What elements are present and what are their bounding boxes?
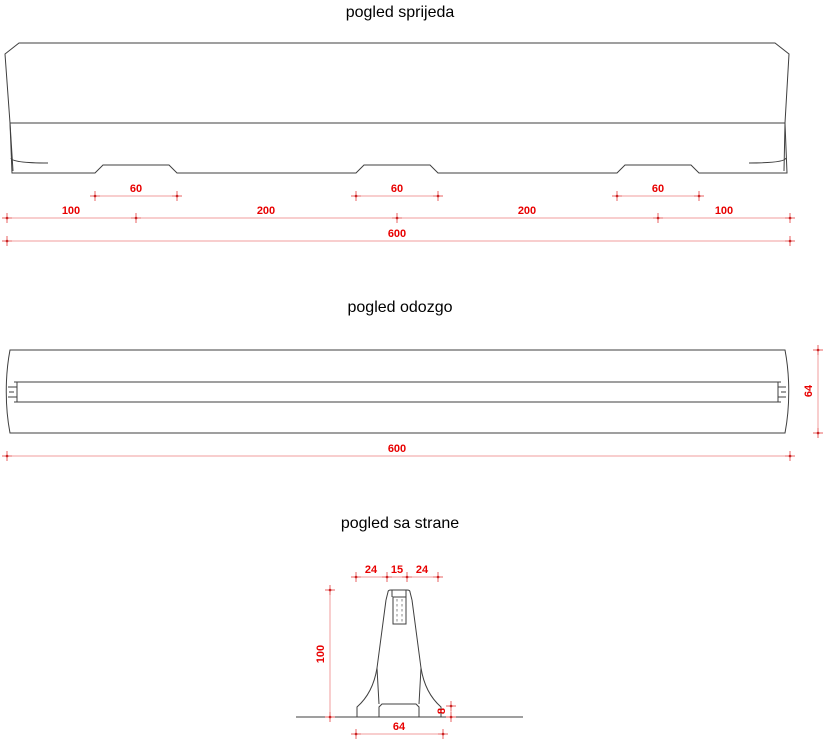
- side-dim-top-segments: 24 15 24: [351, 564, 443, 582]
- top-right-end-detail: [777, 382, 786, 402]
- dim-label-top-2: 15: [391, 564, 403, 576]
- side-view: pogled sa strane 24 15 24 100: [296, 515, 523, 739]
- dim-label-segment-1: 100: [62, 205, 80, 217]
- front-barrier-outline: [4, 42, 790, 174]
- dim-label-top-3: 24: [416, 564, 429, 576]
- dim-label-notch-1: 60: [130, 183, 142, 195]
- dim-label-total: 600: [388, 228, 406, 240]
- side-top-cap: [385, 589, 413, 601]
- dim-label-depth: 64: [803, 384, 815, 397]
- side-foot-flares: [356, 667, 442, 717]
- front-dim-total: 600: [2, 228, 795, 246]
- front-left-end-flare: [9, 122, 49, 172]
- top-dim-total: 600: [2, 443, 795, 461]
- top-barrier-outline: [5, 349, 790, 434]
- top-left-end-detail: [8, 382, 18, 402]
- top-view-title: pogled odozgo: [348, 299, 453, 316]
- dim-label-base-width: 64: [393, 721, 406, 733]
- dim-label-notch-3: 60: [652, 183, 664, 195]
- top-view: pogled odozgo 64 600: [2, 299, 823, 461]
- side-view-title: pogled sa strane: [341, 515, 459, 532]
- dim-label-recess-height: 8: [436, 708, 448, 714]
- dim-label-notch-2: 60: [391, 183, 403, 195]
- top-ridge-lines: [14, 381, 781, 403]
- side-body-slopes: [376, 599, 422, 705]
- side-slot-hidden-lines: [396, 599, 403, 622]
- side-dim-base-width: 64: [351, 721, 448, 739]
- dim-label-segment-3: 200: [518, 205, 536, 217]
- dim-label-top-1: 24: [365, 564, 378, 576]
- side-lifting-slot: [392, 596, 407, 625]
- side-base-recess: [378, 703, 420, 717]
- side-dim-recess-height: 8: [436, 701, 456, 722]
- dim-label-segment-4: 100: [715, 205, 733, 217]
- front-view: pogled sprijeda 60 60 60 100 200 200 100: [2, 4, 795, 246]
- top-dim-depth: 64: [803, 345, 823, 438]
- dim-label-height: 100: [315, 645, 327, 663]
- front-dim-segments: 100 200 200 100: [2, 205, 795, 223]
- dim-label-segment-2: 200: [257, 205, 275, 217]
- side-dim-height: 100: [315, 585, 335, 722]
- dim-label-total: 600: [388, 443, 406, 455]
- front-dim-notch-widths: 60 60 60: [90, 183, 704, 201]
- front-right-end-flare: [748, 122, 787, 172]
- front-view-title: pogled sprijeda: [346, 4, 455, 21]
